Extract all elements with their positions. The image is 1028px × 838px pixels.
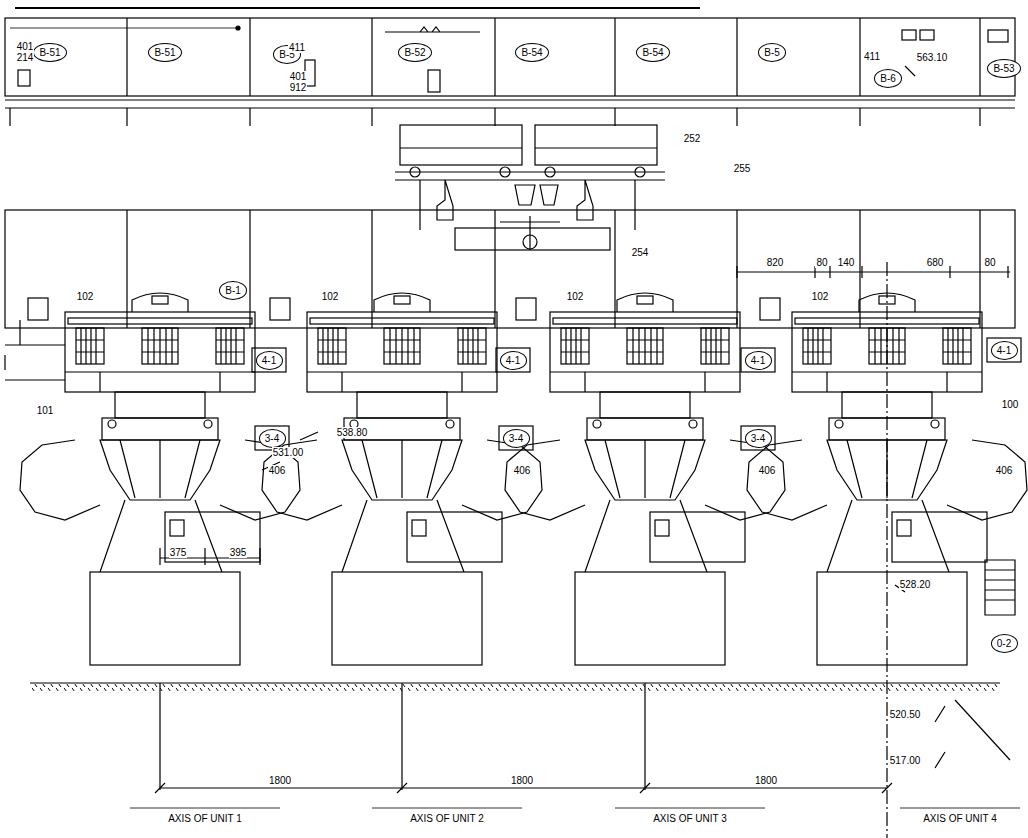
tag-text: 4-1: [751, 355, 765, 366]
circled-tag: B-53: [987, 59, 1021, 78]
callout-number: 406: [758, 465, 777, 476]
circled-tag: 3-4: [503, 429, 530, 448]
callout-number: 80: [983, 257, 996, 268]
circled-tag: B-54: [515, 43, 549, 62]
callout-number: 680: [926, 257, 945, 268]
axis-label: AXIS OF UNIT 3: [652, 813, 728, 824]
tag-text: B-54: [642, 47, 663, 58]
tag-text: 3-4: [509, 433, 523, 444]
callout-number: 1800: [510, 775, 534, 786]
tag-text: B-51: [154, 47, 175, 58]
callout-number: 820: [766, 257, 785, 268]
circled-tag: 0-2: [991, 634, 1018, 653]
callout-number: 252: [683, 133, 702, 144]
tag-text: B-5: [764, 47, 780, 58]
tag-text: B-53: [993, 63, 1014, 74]
callout-number: 406: [268, 465, 287, 476]
callout-number: 406: [513, 465, 532, 476]
tag-text: B-6: [880, 73, 896, 84]
circled-tag: 4-1: [991, 341, 1018, 360]
callout-number: 1800: [268, 775, 292, 786]
tag-text: 0-2: [997, 638, 1011, 649]
callout-number: 102: [76, 291, 95, 302]
callout-number: 1800: [754, 775, 778, 786]
circled-tag: 3-4: [745, 429, 772, 448]
callout-number: 255: [733, 163, 752, 174]
tag-text: 3-4: [265, 433, 279, 444]
tag-text: B-1: [225, 285, 241, 296]
callout-number: 406: [995, 465, 1014, 476]
callout-number: 401: [289, 71, 308, 82]
tag-text: B-52: [404, 47, 425, 58]
callout-number: 375: [169, 547, 188, 558]
tag-text: B-51: [39, 47, 60, 58]
axis-label: AXIS OF UNIT 2: [409, 813, 485, 824]
axis-label: AXIS OF UNIT 4: [922, 813, 998, 824]
circled-tag: 4-1: [745, 351, 772, 370]
callout-number: 101: [36, 405, 55, 416]
circled-tag: B-54: [636, 43, 670, 62]
callout-number: 102: [811, 291, 830, 302]
callout-number: 517.00: [889, 755, 922, 766]
callout-number: 395: [229, 547, 248, 558]
tag-text: 4-1: [506, 355, 520, 366]
callout-number: 528.20: [899, 579, 932, 590]
callout-number: 254: [631, 247, 650, 258]
circled-tag: B-5: [758, 43, 786, 62]
callout-number: 411: [288, 42, 306, 53]
callout-number: 80: [815, 257, 828, 268]
circled-tag: 4-1: [256, 351, 283, 370]
tag-text: 4-1: [997, 345, 1011, 356]
circled-tag: B-1: [219, 281, 247, 300]
circled-tag: B-51: [33, 43, 67, 62]
callout-number: 912: [289, 82, 308, 93]
callout-number: 538.80: [336, 427, 369, 438]
callout-number: 531.00: [272, 447, 305, 458]
callout-number: 214: [16, 52, 35, 63]
callout-number: 411: [863, 51, 881, 62]
circled-tag: 3-4: [259, 429, 286, 448]
circled-tag: B-51: [148, 43, 182, 62]
callout-number: 140: [837, 257, 856, 268]
tag-text: 3-4: [751, 433, 765, 444]
axis-label: AXIS OF UNIT 1: [167, 813, 243, 824]
callout-number: 401: [16, 41, 35, 52]
callout-number: 520.50: [889, 709, 922, 720]
callout-number: 563.10: [916, 52, 949, 63]
circled-tag: B-6: [874, 69, 902, 88]
circled-tag: B-52: [398, 43, 432, 62]
callout-number: 100: [1001, 399, 1020, 410]
callout-number: 102: [321, 291, 340, 302]
tag-text: 4-1: [262, 355, 276, 366]
circled-tag: 4-1: [500, 351, 527, 370]
callout-number: 102: [566, 291, 585, 302]
tag-text: B-54: [521, 47, 542, 58]
